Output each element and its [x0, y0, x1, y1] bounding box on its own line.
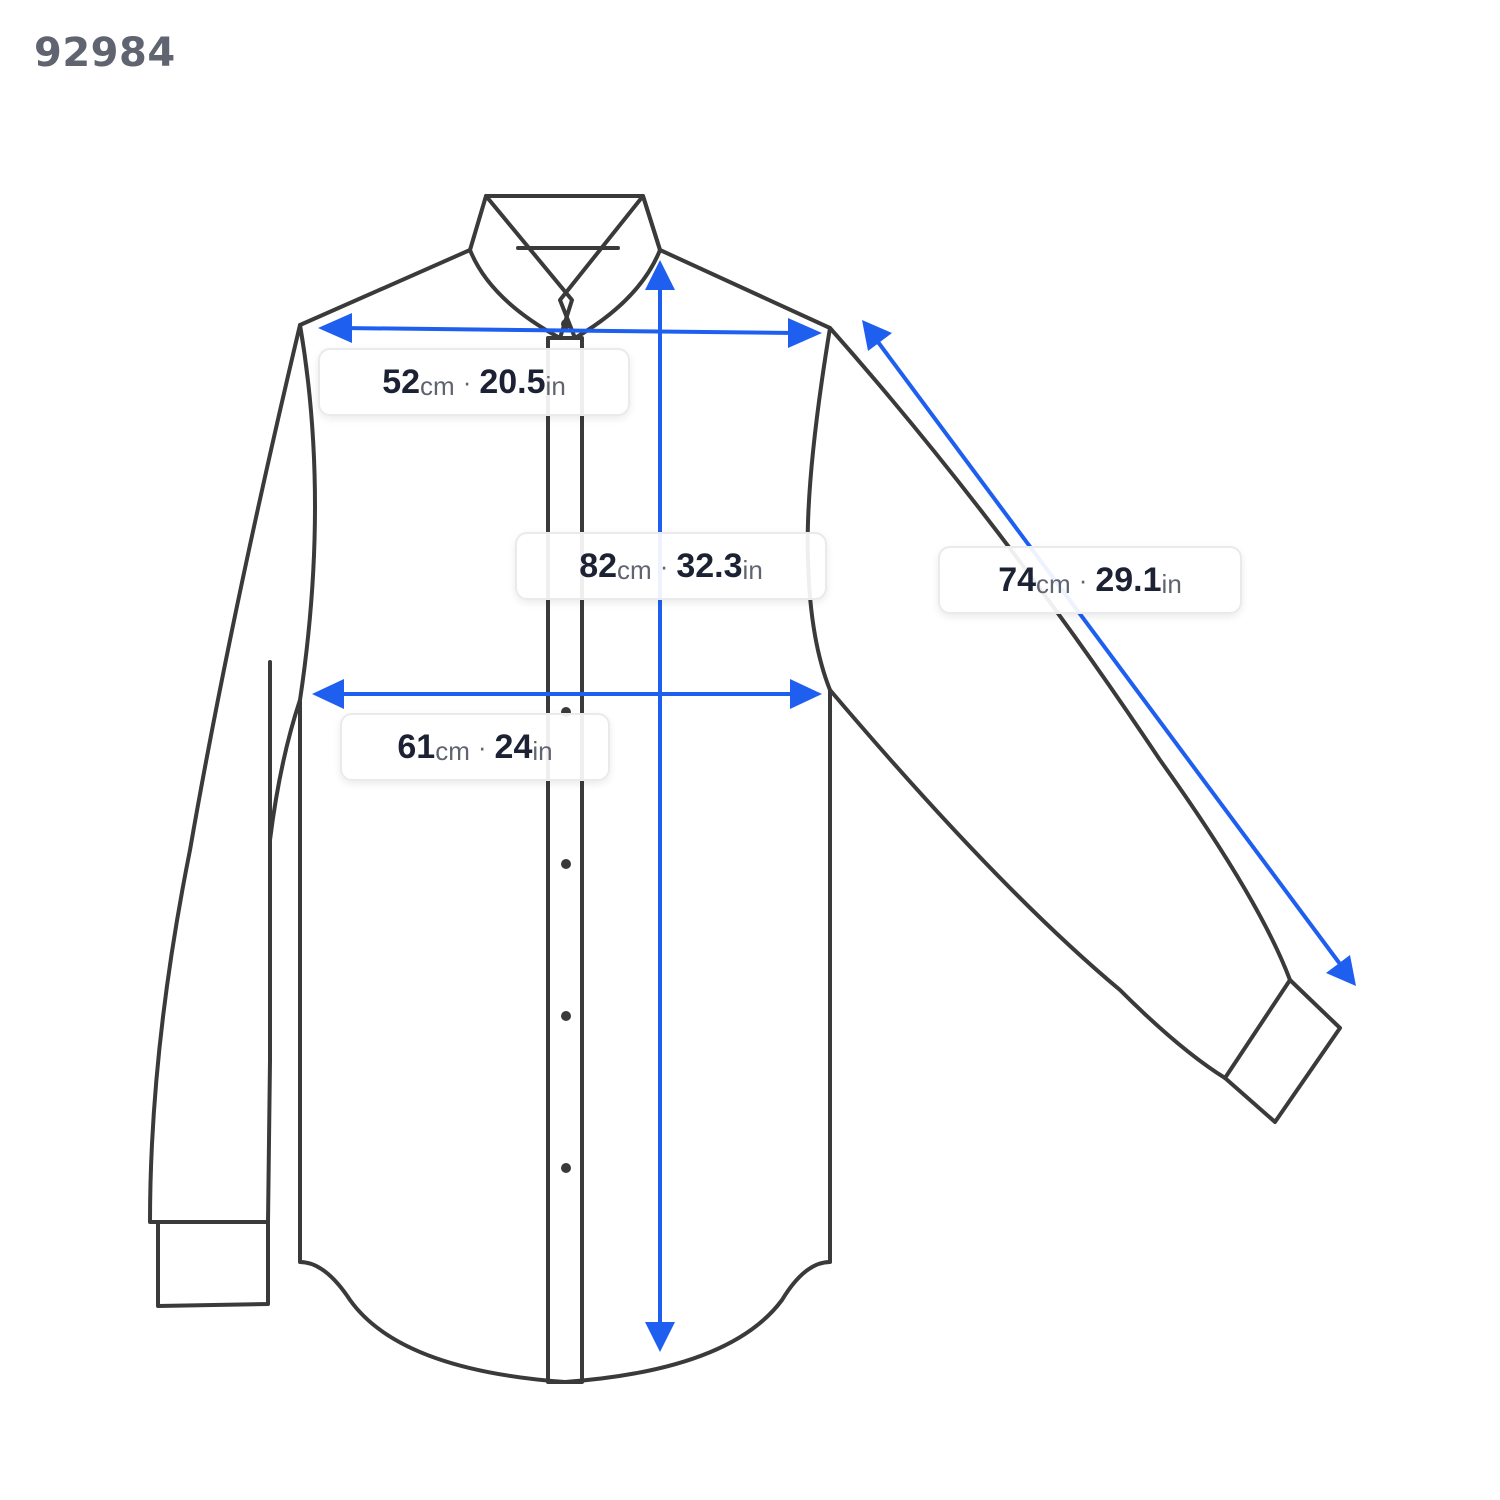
right-sleeve-underside	[828, 688, 1227, 1080]
chest-separator: ·	[477, 731, 487, 762]
chest-measurement-label: 61 cm · 24 in	[340, 713, 610, 781]
arrowhead-icon	[788, 318, 822, 348]
arrowhead-icon	[645, 260, 675, 290]
length-in-unit: in	[742, 554, 763, 585]
right-cuff-outline	[1223, 978, 1342, 1124]
button-icon	[561, 1163, 571, 1173]
length-measure-arrow	[645, 260, 675, 1352]
chest-cm-unit: cm	[435, 735, 470, 766]
collar-left	[468, 194, 574, 340]
shirt-body-outline	[298, 248, 832, 1384]
sleeve-cm-value: 74	[998, 560, 1037, 599]
sleeve-measure-arrow	[862, 320, 1356, 986]
button-icon	[561, 859, 571, 869]
length-separator: ·	[659, 550, 669, 581]
sleeve-cm-unit: cm	[1036, 568, 1071, 599]
shirt-outline	[148, 194, 1342, 1384]
arrowhead-icon	[645, 1322, 675, 1352]
arrowhead-icon	[862, 320, 892, 351]
chest-measure-arrow	[312, 679, 822, 709]
arrowhead-icon	[318, 313, 352, 343]
chest-cm-value: 61	[397, 727, 436, 766]
arrowhead-icon	[790, 679, 822, 709]
length-in-value: 32.3	[676, 546, 743, 585]
left-sleeve-outline	[148, 323, 302, 1224]
arrowhead-icon	[1326, 955, 1356, 986]
shoulder-in-unit: in	[545, 370, 566, 401]
sleeve-in-unit: in	[1161, 568, 1182, 599]
sleeve-measurement-label: 74 cm · 29.1 in	[938, 546, 1242, 614]
shoulder-cm-unit: cm	[420, 370, 455, 401]
shoulder-measure-arrow	[318, 313, 822, 348]
collar-right	[558, 194, 662, 340]
chest-in-value: 24	[494, 727, 533, 766]
sleeve-in-value: 29.1	[1095, 560, 1162, 599]
shoulder-separator: ·	[462, 366, 472, 397]
length-measurement-label: 82 cm · 32.3 in	[515, 532, 827, 600]
shoulder-measurement-label: 52 cm · 20.5 in	[318, 348, 630, 416]
button-icon	[561, 1011, 571, 1021]
collar-back	[484, 194, 662, 252]
product-code: 92984	[34, 30, 176, 76]
left-cuff-outline	[156, 1220, 270, 1308]
sleeve-separator: ·	[1078, 564, 1088, 595]
right-sleeve-outline	[828, 326, 1292, 982]
shoulder-cm-value: 52	[382, 362, 421, 401]
length-cm-unit: cm	[617, 554, 652, 585]
placket	[546, 336, 584, 1384]
length-cm-value: 82	[579, 546, 618, 585]
shoulder-in-value: 20.5	[479, 362, 546, 401]
arrowhead-icon	[312, 679, 344, 709]
chest-in-unit: in	[532, 735, 553, 766]
button-icon	[561, 319, 571, 329]
